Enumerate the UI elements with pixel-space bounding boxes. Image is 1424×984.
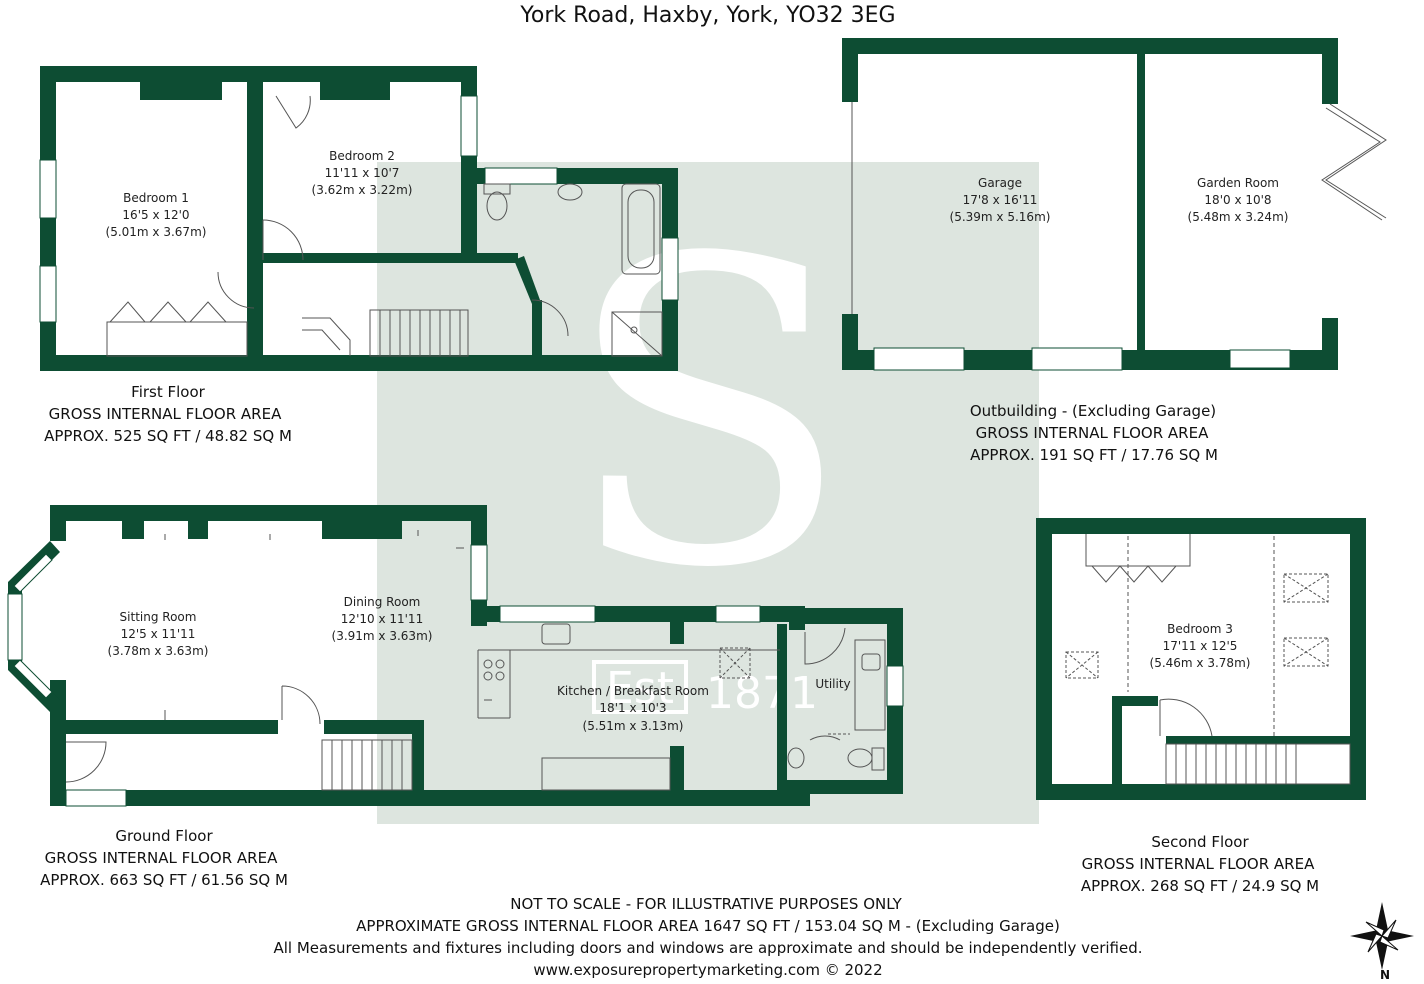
kitchen-metric: (5.51m x 3.13m) [583, 719, 684, 733]
kitchen-imperial: 18'1 x 10'3 [599, 701, 666, 715]
bedroom-3-metric: (5.46m x 3.78m) [1150, 656, 1251, 670]
first-floor-labels: Bedroom 1 16'5 x 12'0 (5.01m x 3.67m) Be… [106, 149, 413, 239]
outbuilding-caption: Outbuilding - (Excluding Garage) GROSS I… [970, 402, 1218, 464]
dining-room-name: Dining Room [344, 595, 421, 609]
outbuilding-caption-area: APPROX. 191 SQ FT / 17.76 SQ M [970, 446, 1218, 464]
garage-metric: (5.39m x 5.16m) [950, 210, 1051, 224]
sitting-room-metric: (3.78m x 3.63m) [108, 644, 209, 658]
ground-floor-labels: Sitting Room 12'5 x 11'11 (3.78m x 3.63m… [108, 595, 851, 733]
footer: NOT TO SCALE - FOR ILLUSTRATIVE PURPOSES… [273, 895, 1142, 979]
compass-label: N [1380, 968, 1390, 982]
garden-room-metric: (5.48m x 3.24m) [1188, 210, 1289, 224]
first-floor-caption: First Floor GROSS INTERNAL FLOOR AREA AP… [44, 383, 292, 445]
first-floor-caption-line2: GROSS INTERNAL FLOOR AREA [49, 405, 282, 423]
bedroom-3-name: Bedroom 3 [1167, 622, 1233, 636]
compass-icon: N [1350, 902, 1414, 982]
bedroom-2-metric: (3.62m x 3.22m) [312, 183, 413, 197]
watermark-square [377, 162, 1039, 824]
first-floor-caption-title: First Floor [131, 383, 205, 401]
first-floor-fixtures [106, 95, 663, 357]
bedroom-2-name: Bedroom 2 [329, 149, 395, 163]
ground-floor-caption-line2: GROSS INTERNAL FLOOR AREA [45, 849, 278, 867]
bedroom-3-imperial: 17'11 x 12'5 [1163, 639, 1238, 653]
bedroom-1-metric: (5.01m x 3.67m) [106, 225, 207, 239]
footer-total-area: APPROXIMATE GROSS INTERNAL FLOOR AREA 16… [356, 917, 1060, 935]
ground-floor-plan [7, 505, 904, 807]
dining-room-imperial: 12'10 x 11'11 [341, 612, 423, 626]
outbuilding-caption-title: Outbuilding - (Excluding Garage) [970, 402, 1216, 420]
second-floor-caption-line2: GROSS INTERNAL FLOOR AREA [1082, 855, 1315, 873]
watermark-est-box [592, 660, 688, 714]
bedroom-1-imperial: 16'5 x 12'0 [122, 208, 189, 222]
garage-name: Garage [978, 176, 1022, 190]
second-floor-plan [1036, 518, 1366, 800]
garage-imperial: 17'8 x 16'11 [963, 193, 1038, 207]
outbuilding-plan [842, 38, 1338, 371]
bedroom-1-name: Bedroom 1 [123, 191, 189, 205]
footer-measurements-note: All Measurements and fixtures including … [273, 939, 1142, 957]
outbuilding-caption-line2: GROSS INTERNAL FLOOR AREA [976, 424, 1209, 442]
second-floor-caption-area: APPROX. 268 SQ FT / 24.9 SQ M [1081, 877, 1319, 895]
page-title: York Road, Haxby, York, YO32 3EG [519, 3, 895, 28]
watermark-year: 1871 [706, 668, 818, 719]
watermark-letter: S [564, 171, 852, 660]
ground-floor-fixtures [65, 530, 886, 791]
garden-room-name: Garden Room [1197, 176, 1279, 190]
second-floor-labels: Bedroom 3 17'11 x 12'5 (5.46m x 3.78m) [1150, 622, 1251, 670]
sitting-room-name: Sitting Room [120, 610, 197, 624]
kitchen-name: Kitchen / Breakfast Room [557, 684, 709, 698]
footer-website: www.exposurepropertymarketing.com © 2022 [533, 961, 882, 979]
watermark: S Est 1871 [377, 162, 1039, 824]
second-floor-fixtures [1065, 534, 1351, 785]
ground-floor-caption-title: Ground Floor [115, 827, 213, 845]
ground-floor-caption: Ground Floor GROSS INTERNAL FLOOR AREA A… [40, 827, 288, 889]
ground-floor-caption-area: APPROX. 663 SQ FT / 61.56 SQ M [40, 871, 288, 889]
second-floor-caption-title: Second Floor [1151, 833, 1249, 851]
first-floor-caption-area: APPROX. 525 SQ FT / 48.82 SQ M [44, 427, 292, 445]
first-floor-plan [39, 66, 679, 371]
outbuilding-fixtures [851, 102, 1387, 314]
outbuilding-labels: Garage 17'8 x 16'11 (5.39m x 5.16m) Gard… [950, 176, 1289, 224]
sitting-room-imperial: 12'5 x 11'11 [121, 627, 196, 641]
bedroom-2-imperial: 11'11 x 10'7 [325, 166, 400, 180]
second-floor-caption: Second Floor GROSS INTERNAL FLOOR AREA A… [1081, 833, 1319, 895]
garden-room-imperial: 18'0 x 10'8 [1204, 193, 1271, 207]
footer-disclaimer: NOT TO SCALE - FOR ILLUSTRATIVE PURPOSES… [510, 895, 902, 913]
watermark-est: Est [606, 663, 674, 714]
utility-name: Utility [815, 677, 850, 691]
dining-room-metric: (3.91m x 3.63m) [332, 629, 433, 643]
